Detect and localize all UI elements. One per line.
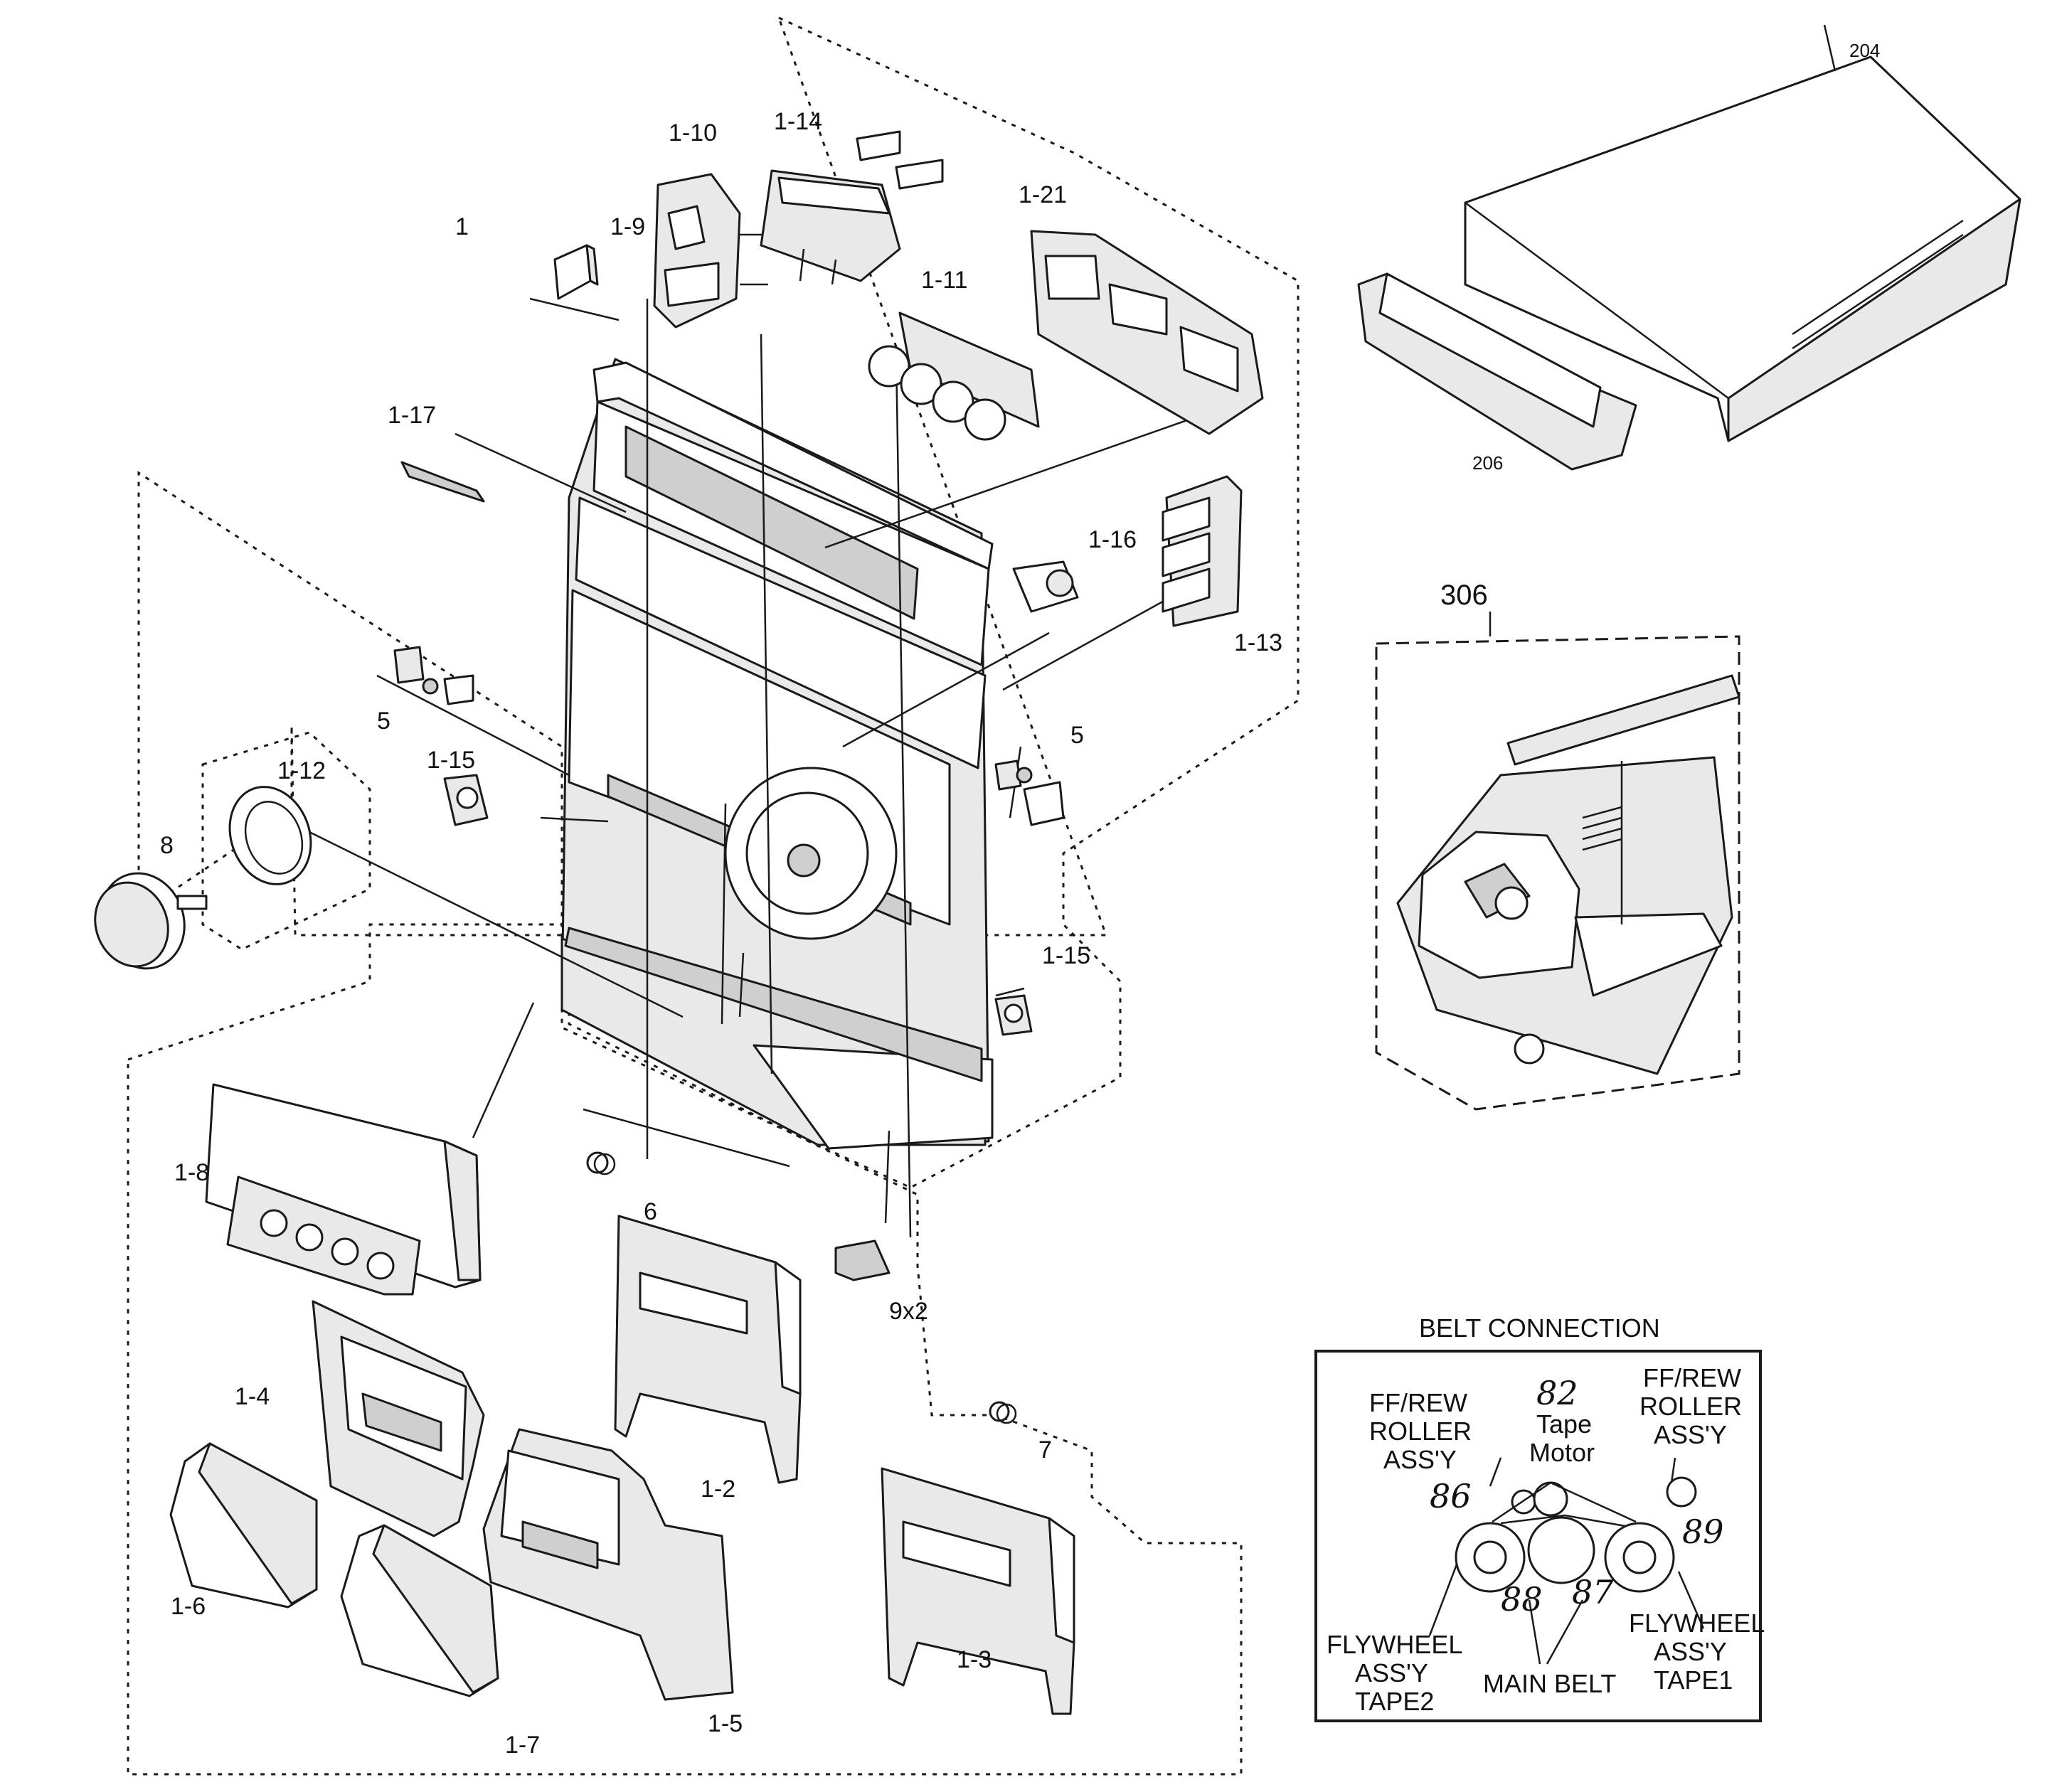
part-1-3-cassette-holder — [881, 1467, 1075, 1715]
callout-306: 306 — [1440, 580, 1488, 611]
flywheel-tape2-line1: FLYWHEEL — [1327, 1630, 1462, 1659]
ffrew-left-line2: ROLLER — [1369, 1417, 1472, 1446]
callout-1-11: 1-11 — [921, 267, 968, 294]
part-1-9-switch — [553, 244, 599, 300]
callout-1-21: 1-21 — [1019, 181, 1067, 208]
callout-1-3: 1-3 — [957, 1646, 992, 1673]
belt-connection-title: BELT CONNECTION — [1419, 1313, 1660, 1343]
part-6-spring — [586, 1151, 616, 1175]
part-1-11-potentiometers — [868, 311, 1040, 441]
flywheel-tape1-line1: FLYWHEEL — [1629, 1609, 1765, 1638]
part-1-21-bracket — [1030, 230, 1264, 435]
callout-1-6: 1-6 — [171, 1593, 206, 1620]
callout-1-15-right: 1-15 — [1042, 942, 1090, 969]
leader-lines — [309, 297, 1210, 1238]
motor-line2: Motor — [1529, 1438, 1595, 1467]
callout-7: 7 — [1038, 1436, 1052, 1463]
belt-connection-box — [1314, 1350, 1762, 1722]
callout-1-10: 1-10 — [669, 119, 717, 146]
callout-1: 1 — [455, 213, 469, 240]
part-9-foot — [834, 1239, 891, 1281]
part-1-6-cassette-lid — [169, 1442, 318, 1609]
callout-9x2: 9x2 — [889, 1298, 928, 1325]
front-cabinet — [560, 358, 994, 1150]
ffrew-left-line1: FF/REW — [1369, 1388, 1467, 1417]
flywheel-tape1-line2: ASS'Y — [1654, 1637, 1727, 1666]
callout-1-8: 1-8 — [174, 1159, 209, 1186]
callout-206: 206 — [1472, 452, 1503, 474]
knob-boundary — [201, 731, 371, 951]
part-1-2-cassette-holder — [614, 1215, 802, 1484]
part-1-7-cassette-lid — [340, 1524, 499, 1697]
part-306-cd-mechanism — [1396, 674, 1740, 1075]
callout-1-4: 1-4 — [235, 1383, 270, 1410]
callout-5-right: 5 — [1070, 722, 1084, 749]
callout-1-12: 1-12 — [277, 757, 326, 784]
main-belt-label: MAIN BELT — [1483, 1669, 1616, 1698]
part-1-14-switch-assembly — [760, 130, 944, 285]
number-87: 87 — [1572, 1573, 1614, 1611]
part-1-13-switch-stack — [1162, 475, 1243, 627]
part-206-front-trim — [1357, 272, 1637, 471]
number-82: 82 — [1536, 1374, 1578, 1412]
ffrew-right-line2: ROLLER — [1639, 1392, 1742, 1421]
ffrew-left-line3: ASS'Y — [1383, 1445, 1457, 1474]
callout-6: 6 — [644, 1198, 657, 1225]
assembly-boundary — [137, 16, 1299, 1189]
callout-1-14: 1-14 — [774, 108, 822, 135]
motor-line1: Tape — [1536, 1409, 1592, 1439]
flywheel-tape1-line3: TAPE1 — [1654, 1665, 1733, 1695]
number-89: 89 — [1682, 1513, 1724, 1551]
part-5-left-bracket — [393, 646, 474, 705]
part-1-12-ring — [228, 786, 312, 885]
part-8-knob — [94, 872, 208, 970]
number-86: 86 — [1430, 1477, 1472, 1515]
callout-1-2: 1-2 — [701, 1476, 735, 1503]
part-204-top-cover — [1464, 24, 2021, 442]
callout-labels: 1 1-10 1-14 1-9 1-21 1-11 1-17 1-16 1-13… — [160, 40, 1880, 1759]
part-1-4-cassette-door — [312, 1300, 485, 1537]
part-1-10-switch-block — [653, 173, 768, 329]
part-5-right-bracket — [994, 759, 1065, 826]
belt-connection-labels: BELT CONNECTION FF/REW ROLLER ASS'Y 82 T… — [1327, 1313, 1765, 1716]
part-7-spring — [989, 1401, 1017, 1424]
callout-5-left: 5 — [377, 708, 390, 735]
callout-1-13: 1-13 — [1234, 629, 1282, 656]
part-1-5-cassette-door — [482, 1428, 734, 1701]
part-1-15-right-jack — [994, 994, 1033, 1036]
ffrew-right-line1: FF/REW — [1643, 1363, 1741, 1392]
ffrew-right-line3: ASS'Y — [1654, 1420, 1727, 1449]
callout-1-15-left: 1-15 — [427, 747, 475, 774]
part-306-boundary — [1375, 635, 1740, 1111]
part-306-spring — [1582, 806, 1622, 851]
callout-1-7: 1-7 — [505, 1732, 540, 1759]
callout-1-5: 1-5 — [708, 1710, 743, 1737]
part-1-16-connector — [1012, 560, 1079, 613]
lower-assembly-boundary — [127, 923, 1243, 1776]
callout-8: 8 — [160, 832, 174, 859]
part-1-8-display-panel — [205, 1083, 482, 1296]
callout-204: 204 — [1849, 40, 1880, 61]
callout-1-9: 1-9 — [610, 213, 645, 240]
part-1-17-logo — [400, 461, 485, 503]
part-1-15-left-jack — [443, 774, 489, 826]
callout-1-17: 1-17 — [388, 402, 436, 429]
flywheel-tape2-line3: TAPE2 — [1355, 1687, 1434, 1716]
callout-1-16: 1-16 — [1088, 526, 1137, 553]
flywheel-tape2-line2: ASS'Y — [1355, 1658, 1428, 1687]
number-88: 88 — [1501, 1580, 1543, 1618]
